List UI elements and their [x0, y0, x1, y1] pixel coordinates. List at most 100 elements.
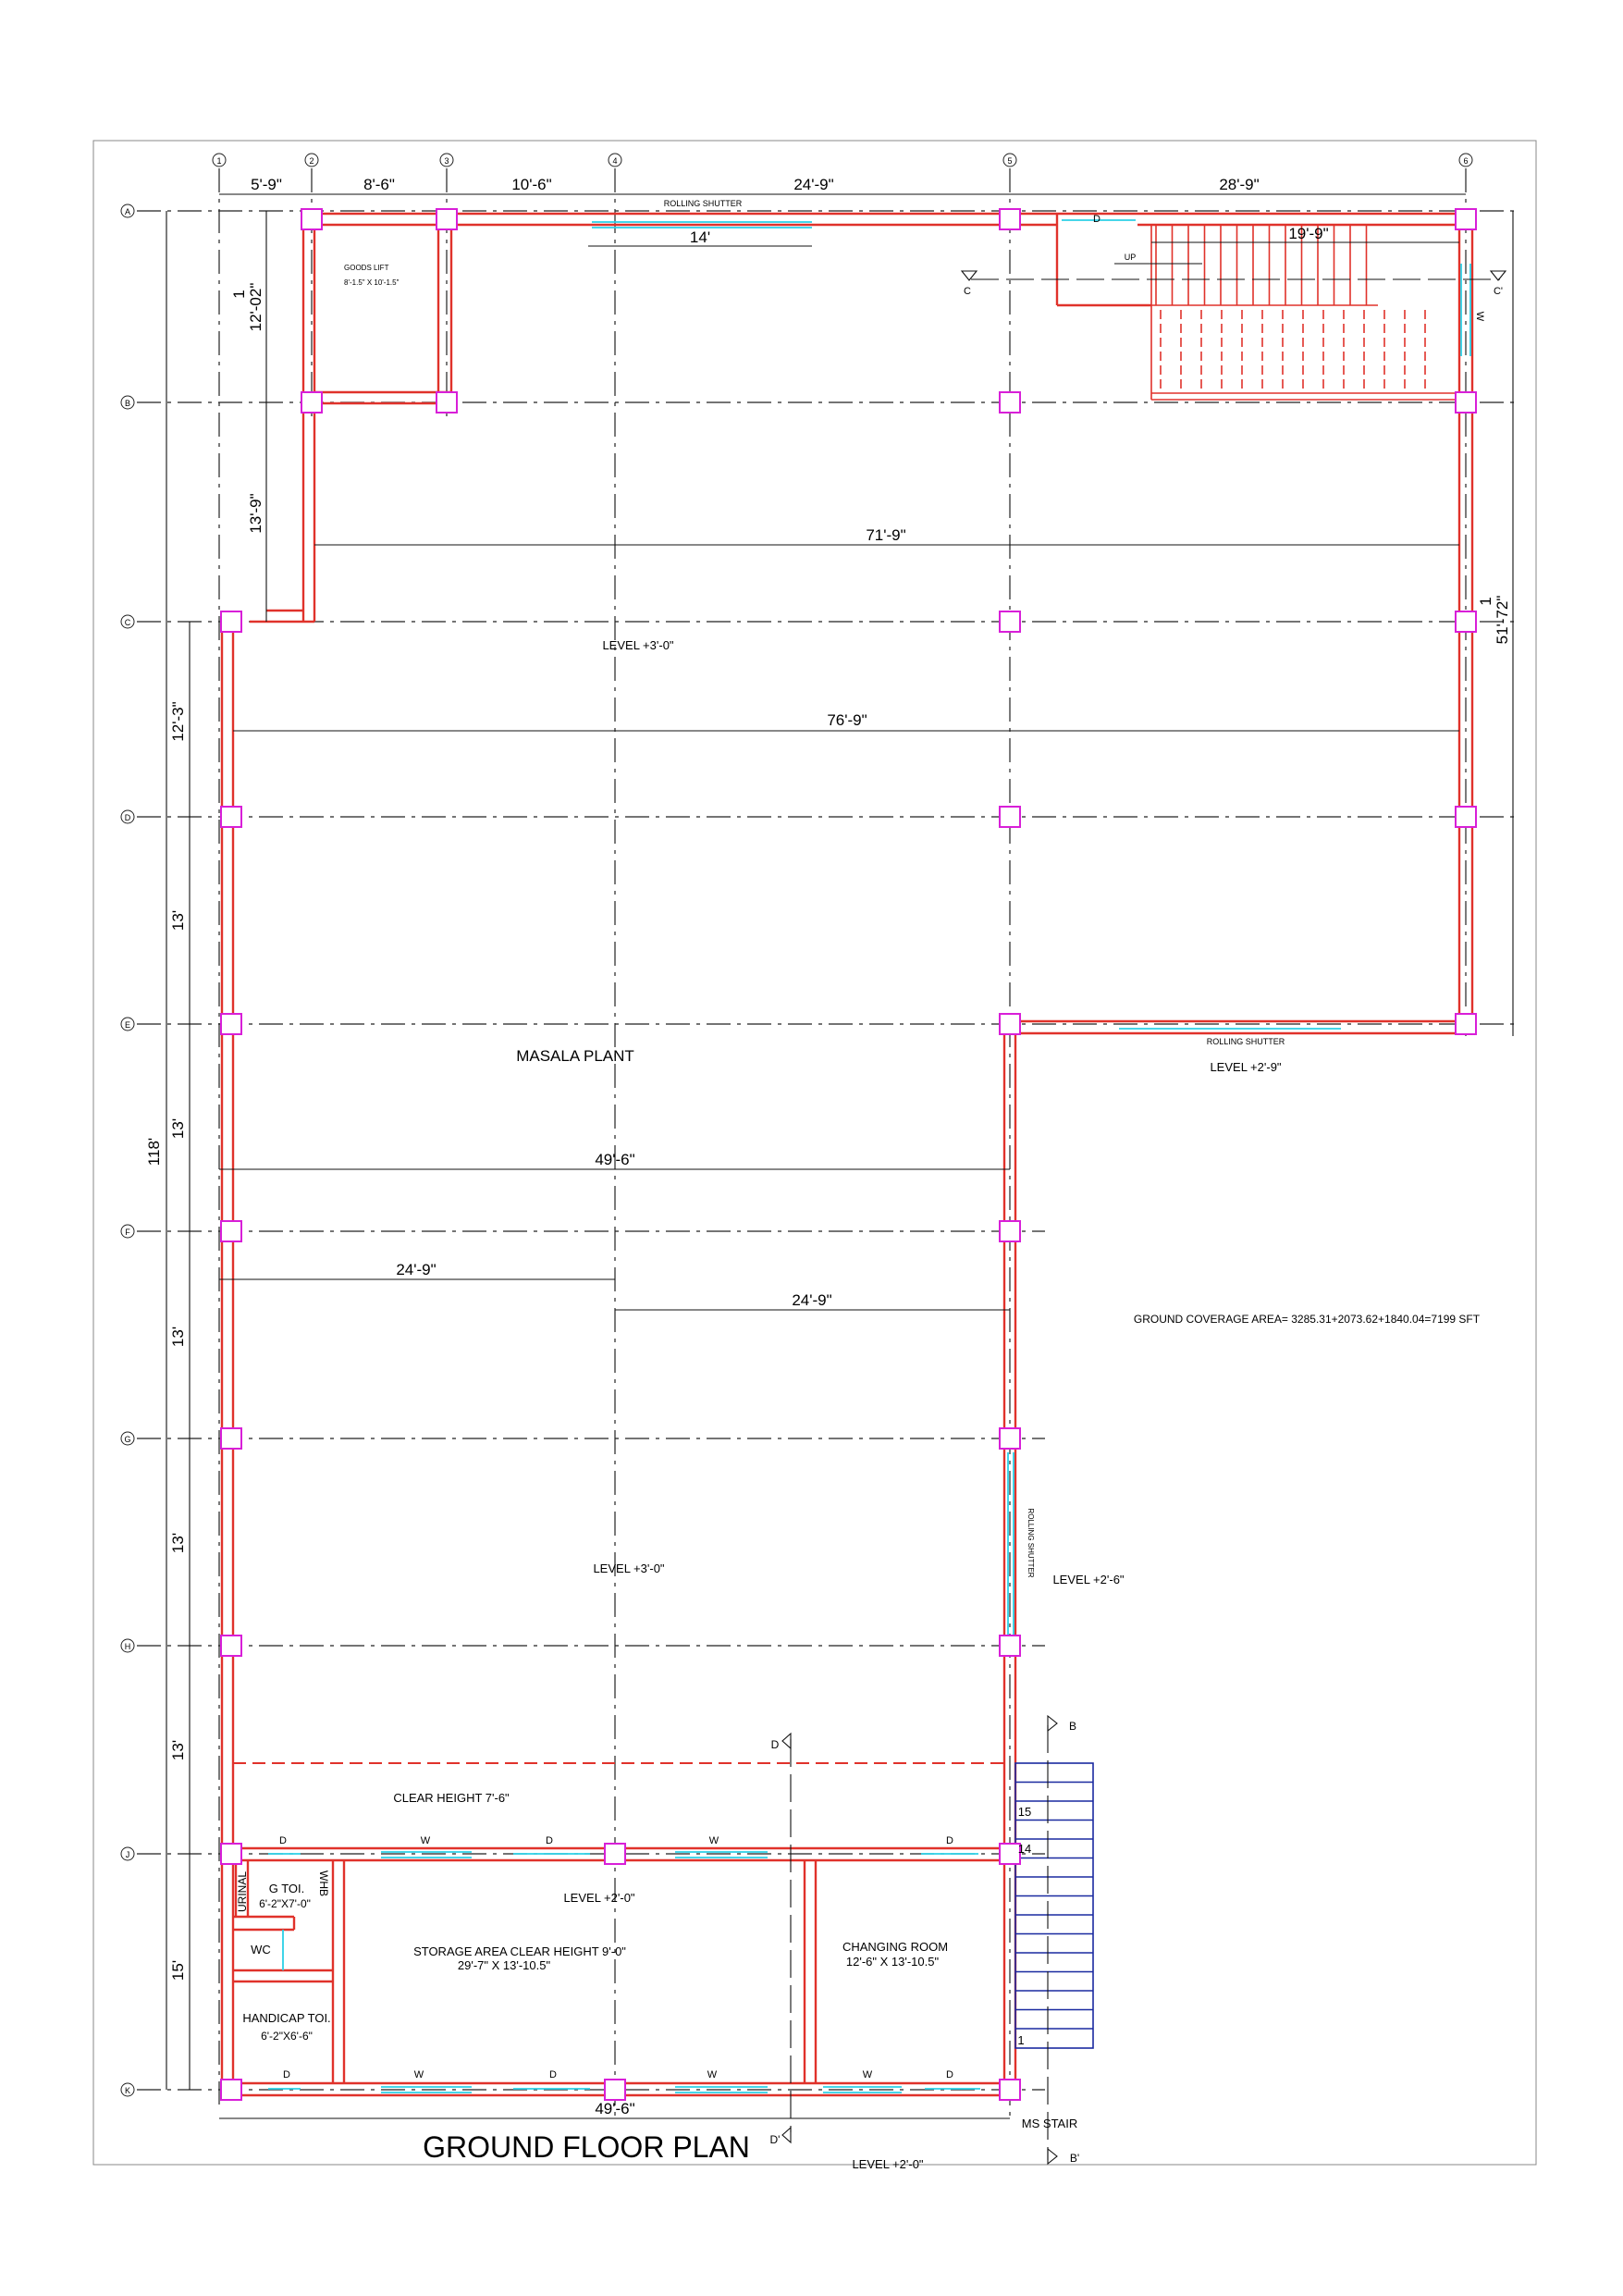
grid-label-a: A: [125, 207, 130, 216]
column-16: [999, 1013, 1021, 1035]
dim-top-5: 28'-9": [1219, 176, 1259, 193]
ms-stair-label: MS STAIR: [1022, 2117, 1077, 2130]
column-10: [999, 611, 1021, 633]
dim-bottom: 49'-6": [595, 2100, 634, 2117]
grid-label-b: B: [125, 399, 130, 408]
section-b-prime-marker: [1047, 2147, 1058, 2166]
dim-left-bay-5: 13': [169, 1533, 187, 1553]
grid-label-e: E: [125, 1020, 130, 1030]
column-12: [220, 806, 242, 828]
dim-top-4: 24'-9": [793, 176, 833, 193]
column-23: [999, 1635, 1021, 1657]
goods-lift-size: 8'-1.5" X 10'-1.5": [344, 278, 400, 287]
dim-left-bay-2: 13': [169, 910, 187, 931]
dim-span-71: 71'-9": [866, 526, 905, 544]
door-tag-k-2: D: [549, 2069, 557, 2080]
goods-lift-label: GOODS LIFT: [344, 264, 389, 272]
window-tag-j-1: W: [421, 1835, 431, 1846]
grid-label-g: G: [124, 1435, 130, 1444]
section-c-prime-marker: [1489, 270, 1507, 281]
column-26: [999, 1843, 1021, 1865]
door-tag-j-3: D: [946, 1835, 953, 1846]
dim-left-bay-6: 13': [169, 1740, 187, 1760]
column-18: [220, 1220, 242, 1242]
column-5: [301, 391, 323, 414]
ms-stair-step-14: 14: [1018, 1842, 1031, 1856]
dim-shutter-14: 14': [690, 228, 710, 246]
dimension-lines: [166, 193, 1514, 2160]
rolling-shutter-side-label: ROLLING SHUTTER: [1027, 1508, 1035, 1577]
openings: [268, 219, 1471, 2093]
window-tag-k-2: W: [707, 2069, 718, 2080]
wc-label: WC: [251, 1943, 271, 1957]
dim-left-bay-3: 13': [169, 1118, 187, 1139]
ms-stair-step-15: 15: [1018, 1805, 1031, 1819]
section-d-label: D: [771, 1738, 780, 1751]
grid-label-c: C: [125, 618, 131, 627]
columns: [220, 208, 1477, 2101]
grid-bubbles: 1 2 3 4 5 6 A B C D E F G H J K: [120, 153, 1473, 2097]
grid-label-k: K: [125, 2086, 130, 2095]
whb-label: WHB: [317, 1870, 330, 1896]
storage-size: 29'-7" X 13'-10.5": [458, 1958, 551, 1972]
grid-label-5: 5: [1007, 156, 1012, 166]
urinal-label: URINAL: [236, 1871, 249, 1912]
clear-height-label: CLEAR HEIGHT 7'-6": [393, 1791, 510, 1805]
rolling-shutter-top-label: ROLLING SHUTTER: [664, 199, 743, 208]
internal-stair: [1150, 225, 1459, 401]
grid-label-4: 4: [612, 156, 617, 166]
dim-left-outer: 118': [145, 1138, 163, 1166]
column-28: [604, 2079, 626, 2101]
dim-span-24-right: 24'-9": [792, 1291, 831, 1309]
level-label-bottom: LEVEL +2'-0": [852, 2157, 923, 2171]
window-label-stair: W: [1474, 312, 1485, 322]
column-6: [436, 391, 458, 414]
level-label-storage: LEVEL +2'-0": [563, 1891, 634, 1905]
level-label-g: LEVEL +3'-0": [593, 1562, 664, 1575]
dim-left-num-a: 1: [230, 290, 248, 298]
dim-left-a: 12'-02": [247, 283, 264, 332]
level-label-c: LEVEL +3'-0": [602, 638, 673, 652]
column-20: [220, 1427, 242, 1450]
level-label-e: LEVEL +2'-9": [1210, 1060, 1281, 1074]
column-17: [1455, 1013, 1477, 1035]
column-25: [604, 1843, 626, 1865]
window-tag-j-2: W: [709, 1835, 719, 1846]
changing-room-size: 12'-6" X 13'-10.5": [846, 1955, 940, 1969]
column-13: [999, 806, 1021, 828]
section-d-prime-label: D': [770, 2133, 781, 2146]
dim-right-num: 1: [1477, 597, 1494, 605]
dim-top-1: 5'-9": [251, 176, 282, 193]
storage-label: STORAGE AREA CLEAR HEIGHT 9'-0": [413, 1944, 626, 1958]
grid-label-6: 6: [1463, 156, 1468, 166]
dim-left-bay-4: 13': [169, 1327, 187, 1347]
stair-up-label: UP: [1125, 253, 1137, 262]
door-tag-k-1: D: [283, 2069, 290, 2080]
grid-label-2: 2: [309, 156, 314, 166]
drawing-title: GROUND FLOOR PLAN: [423, 2130, 750, 2164]
column-8: [1455, 391, 1477, 414]
column-9: [220, 611, 242, 633]
column-2: [436, 208, 458, 230]
dim-left-bay-7: 15': [169, 1960, 187, 1981]
column-15: [220, 1013, 242, 1035]
section-b-marker: [1047, 1714, 1058, 1733]
column-24: [220, 1843, 242, 1865]
column-27: [220, 2079, 242, 2101]
rolling-shutter-mid-label: ROLLING SHUTTER: [1207, 1037, 1285, 1046]
section-c-marker: [960, 270, 978, 281]
door-label-top: D: [1093, 214, 1100, 225]
door-tag-k-3: D: [946, 2069, 953, 2080]
dim-left-bay-1: 12'-3": [169, 701, 187, 741]
dim-left-b: 13'-9": [247, 493, 264, 533]
window-tag-k-1: W: [414, 2069, 424, 2080]
door-tag-j-1: D: [279, 1835, 287, 1846]
section-c-label: C: [964, 286, 971, 297]
dim-top-3: 10'-6": [511, 176, 551, 193]
grid-label-3: 3: [444, 156, 449, 166]
column-1: [301, 208, 323, 230]
g-toilet-label: G TOI.: [269, 1882, 305, 1895]
grid-label-f: F: [125, 1228, 130, 1237]
grid-label-h: H: [125, 1642, 131, 1651]
column-19: [999, 1220, 1021, 1242]
